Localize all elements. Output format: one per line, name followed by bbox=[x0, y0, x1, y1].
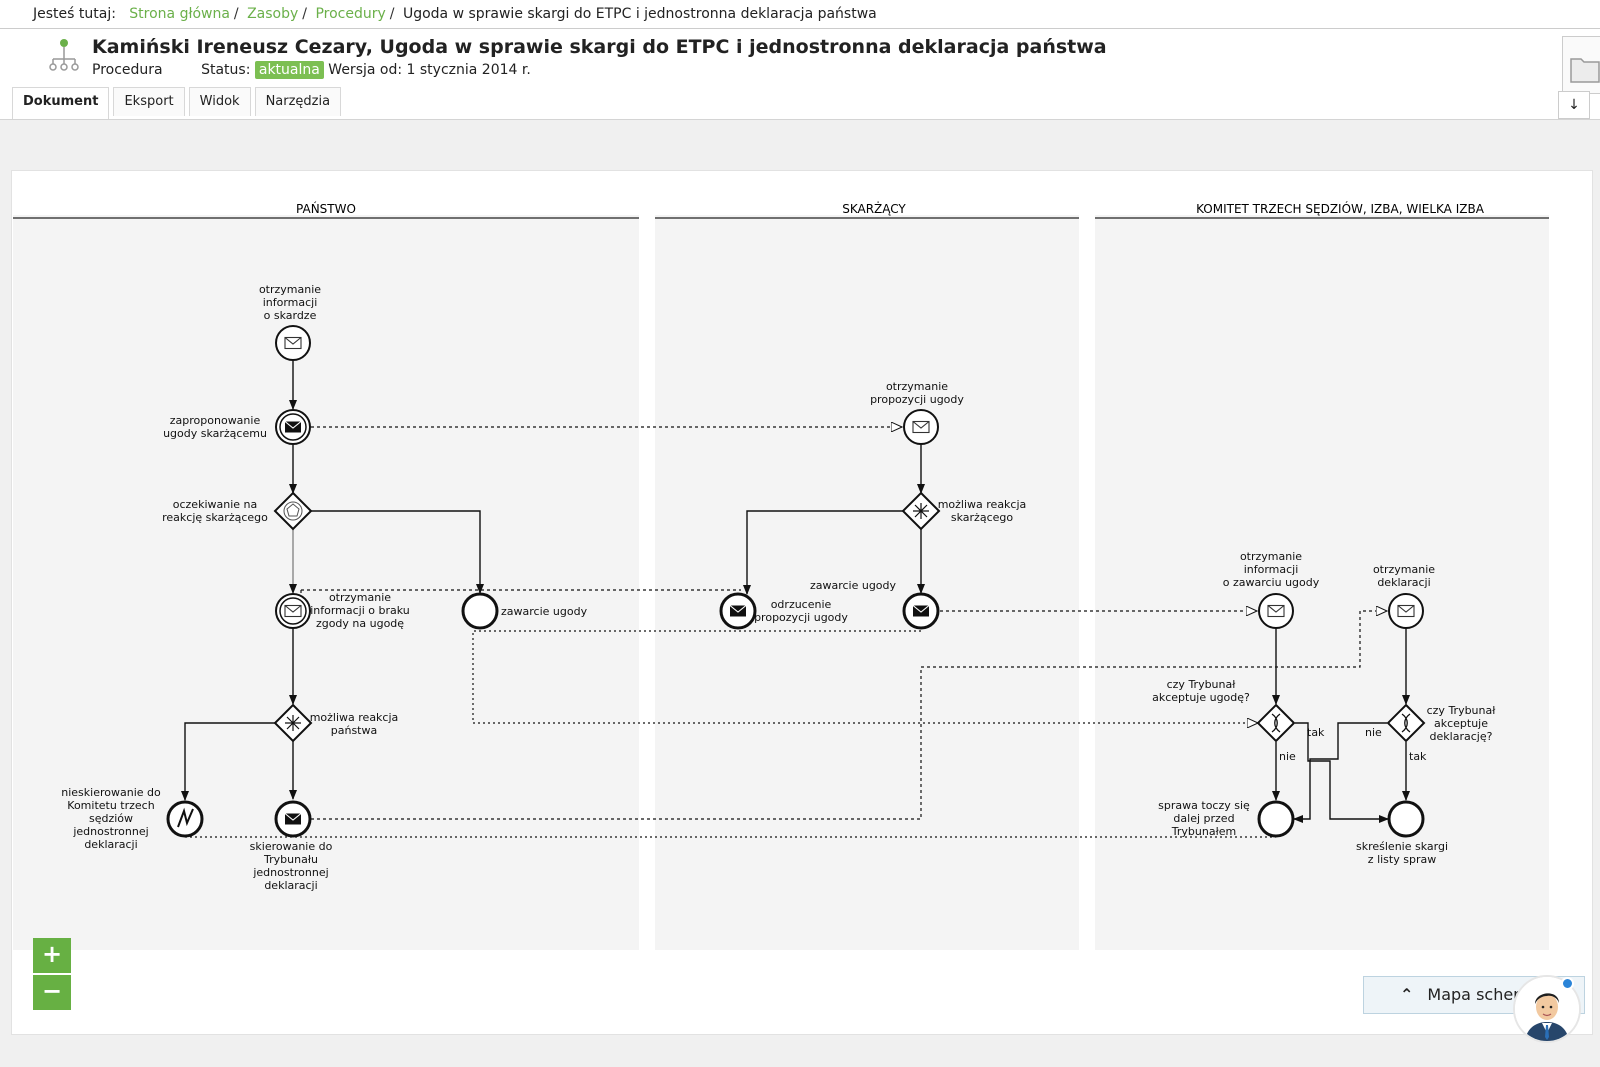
process-tree-icon bbox=[49, 39, 79, 71]
tab-view[interactable]: Widok bbox=[188, 87, 251, 116]
page-title: Kamiński Ireneusz Cezary, Ugoda w sprawi… bbox=[92, 36, 1107, 58]
end-event-case-continues[interactable] bbox=[1257, 800, 1295, 838]
document-type: Procedura bbox=[92, 62, 163, 78]
catch-message-event-no-agreement[interactable] bbox=[275, 593, 311, 629]
status-label: Status: bbox=[201, 62, 251, 78]
bpmn-diagram: PAŃSTWO SKARŻĄCY KOMITET TRZECH SĘDZIÓW,… bbox=[13, 201, 1549, 950]
label-no-declaration: nie bbox=[1365, 726, 1382, 739]
message-end-event-rejection[interactable] bbox=[719, 592, 757, 630]
status-badge: aktualna bbox=[254, 61, 324, 79]
label-settlement-state: zawarcie ugody bbox=[501, 605, 588, 618]
label-yes-declaration: tak bbox=[1409, 750, 1427, 763]
document-header: Kamiński Ireneusz Cezary, Ugoda w sprawi… bbox=[0, 29, 1600, 120]
end-event-settlement[interactable] bbox=[461, 592, 499, 630]
breadcrumb-procedures-link[interactable]: Procedury bbox=[315, 6, 386, 22]
parallel-gateway-applicant[interactable] bbox=[901, 491, 941, 531]
catch-message-proposal[interactable] bbox=[903, 409, 939, 445]
parallel-gateway-state[interactable] bbox=[273, 703, 313, 743]
diagram-canvas[interactable]: PAŃSTWO SKARŻĄCY KOMITET TRZECH SĘDZIÓW,… bbox=[11, 170, 1593, 1035]
notification-dot bbox=[1561, 977, 1574, 990]
arrow-down-icon[interactable]: ↓ bbox=[1558, 91, 1590, 119]
lane-title-committee: KOMITET TRZECH SĘDZIÓW, IZBA, WIELKA IZB… bbox=[1196, 201, 1485, 216]
breadcrumb-home-link[interactable]: Strona główna bbox=[129, 6, 230, 22]
message-end-event-tribunal[interactable] bbox=[274, 800, 312, 838]
lane-title-applicant: SKARŻĄCY bbox=[842, 201, 906, 216]
assistant-avatar[interactable] bbox=[1513, 975, 1581, 1043]
send-message-event[interactable] bbox=[275, 409, 311, 445]
tab-export[interactable]: Eksport bbox=[113, 87, 185, 116]
lane-applicant bbox=[655, 215, 1079, 950]
breadcrumb-bar: Jesteś tutaj: Strona główna/ Zasoby/ Pro… bbox=[0, 0, 1600, 29]
end-event-struck-off[interactable] bbox=[1387, 800, 1425, 838]
catch-message-agreement-info[interactable] bbox=[1258, 593, 1294, 629]
catch-message-declaration[interactable] bbox=[1388, 593, 1424, 629]
breadcrumb-prefix: Jesteś tutaj: bbox=[33, 6, 116, 22]
label-no-agreement: nie bbox=[1279, 750, 1296, 763]
zoom-in-button[interactable]: + bbox=[33, 938, 71, 973]
lane-title-state: PAŃSTWO bbox=[296, 201, 356, 216]
label-yes-agreement: tak bbox=[1307, 726, 1325, 739]
message-end-event-agreement[interactable] bbox=[902, 592, 940, 630]
exclusive-gateway-agreement[interactable] bbox=[1256, 703, 1296, 743]
label-settlement-applicant: zawarcie ugody bbox=[810, 579, 897, 592]
start-message-event[interactable] bbox=[275, 325, 311, 361]
breadcrumb-current: Ugoda w sprawie skargi do ETPC i jednost… bbox=[402, 6, 877, 22]
version-text: Wersja od: 1 stycznia 2014 r. bbox=[328, 62, 531, 78]
tab-document[interactable]: Dokument bbox=[12, 87, 110, 119]
document-tabs: Dokument Eksport Widok Narzędzia bbox=[12, 87, 345, 119]
lane-committee bbox=[1095, 215, 1549, 950]
exclusive-gateway-declaration[interactable] bbox=[1386, 703, 1426, 743]
lane-state bbox=[13, 215, 639, 950]
breadcrumb: Jesteś tutaj: Strona główna/ Zasoby/ Pro… bbox=[33, 6, 877, 22]
document-meta: Procedura Status: aktualna Wersja od: 1 … bbox=[92, 61, 531, 79]
minimap-label: Mapa schem bbox=[1427, 985, 1529, 1004]
tab-tools[interactable]: Narzędzia bbox=[254, 87, 342, 116]
folder-icon[interactable] bbox=[1562, 36, 1600, 94]
breadcrumb-resources-link[interactable]: Zasoby bbox=[247, 6, 299, 22]
chevron-up-icon: ⌃ bbox=[1400, 985, 1414, 1004]
zoom-out-button[interactable]: − bbox=[33, 975, 71, 1010]
error-end-event[interactable] bbox=[166, 800, 204, 838]
event-based-gateway[interactable] bbox=[273, 491, 313, 531]
